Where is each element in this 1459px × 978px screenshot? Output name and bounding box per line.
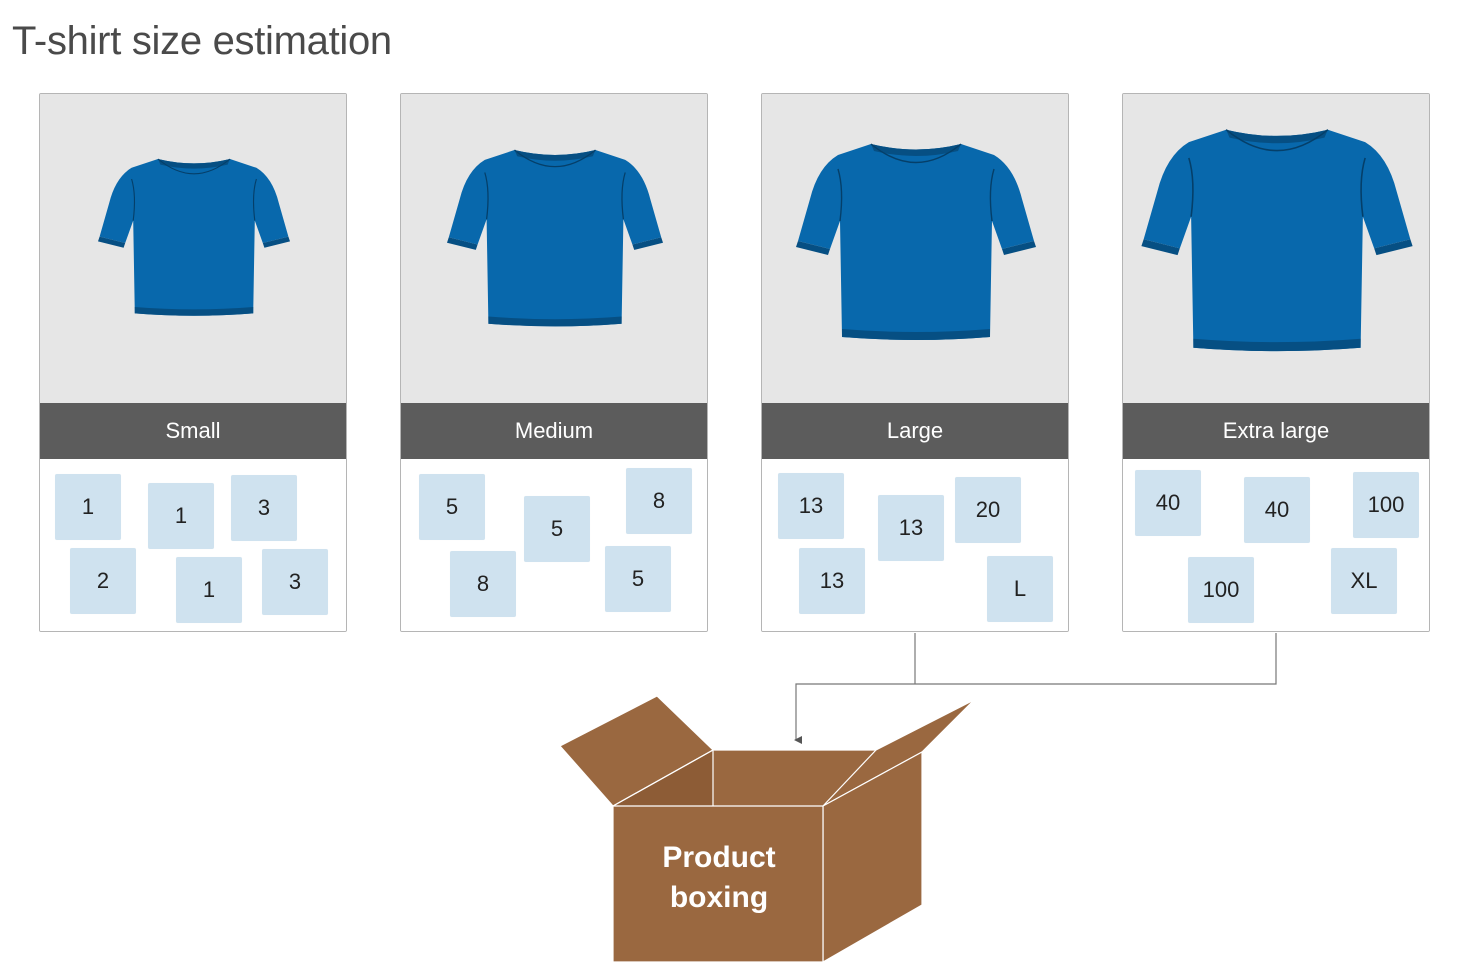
- card-image: [401, 94, 707, 403]
- estimate-note: L: [987, 556, 1053, 622]
- estimate-note: 40: [1135, 470, 1201, 536]
- estimate-note: 3: [231, 475, 297, 541]
- estimates-area: 5 5 8 8 5: [401, 459, 707, 631]
- estimates-area: 13 13 20 13 L: [762, 459, 1068, 631]
- card-image: [762, 94, 1068, 403]
- card-image: [40, 94, 346, 403]
- size-label: Medium: [401, 403, 707, 459]
- estimate-note: 1: [55, 474, 121, 540]
- estimate-note: 3: [262, 549, 328, 615]
- tshirt-small-icon: [98, 158, 290, 316]
- estimate-note: 13: [799, 548, 865, 614]
- product-boxing-line2: boxing: [669, 881, 769, 914]
- estimates-area: 1 1 3 2 1 3: [40, 459, 346, 631]
- connector-extra-large: [794, 633, 1277, 744]
- product-boxing-line1: Product: [662, 841, 776, 874]
- size-label: Large: [762, 403, 1068, 459]
- size-card-small: Small 1 1 3 2 1 3: [39, 93, 347, 632]
- estimate-note: 2: [70, 548, 136, 614]
- card-image: [1123, 94, 1429, 403]
- estimate-note: 1: [176, 557, 242, 623]
- tshirt-medium-icon: [447, 149, 663, 327]
- tshirt-xl-icon: [1141, 129, 1413, 352]
- size-card-large: Large 13 13 20 13 L: [761, 93, 1069, 632]
- size-card-medium: Medium 5 5 8 8 5: [400, 93, 708, 632]
- page-title: T-shirt size estimation: [12, 19, 392, 63]
- estimate-note: 100: [1188, 557, 1254, 623]
- estimates-area: 40 40 100 100 XL: [1123, 459, 1429, 631]
- estimate-note: 5: [605, 546, 671, 612]
- cardboard-box-icon: [559, 695, 975, 963]
- estimate-note: 1: [148, 483, 214, 549]
- estimate-note: 5: [524, 496, 590, 562]
- estimate-note: 100: [1353, 472, 1419, 538]
- product-boxing-label: Product boxing: [614, 838, 824, 918]
- estimate-note: XL: [1331, 548, 1397, 614]
- estimate-note: 13: [878, 495, 944, 561]
- size-card-extra-large: Extra large 40 40 100 100 XL: [1122, 93, 1430, 632]
- tshirt-large-icon: [796, 143, 1036, 340]
- estimate-note: 20: [955, 477, 1021, 543]
- estimate-note: 8: [626, 468, 692, 534]
- estimate-note: 5: [419, 474, 485, 540]
- estimate-note: 8: [450, 551, 516, 617]
- estimate-note: 13: [778, 473, 844, 539]
- size-label: Extra large: [1123, 403, 1429, 459]
- size-label: Small: [40, 403, 346, 459]
- estimate-note: 40: [1244, 477, 1310, 543]
